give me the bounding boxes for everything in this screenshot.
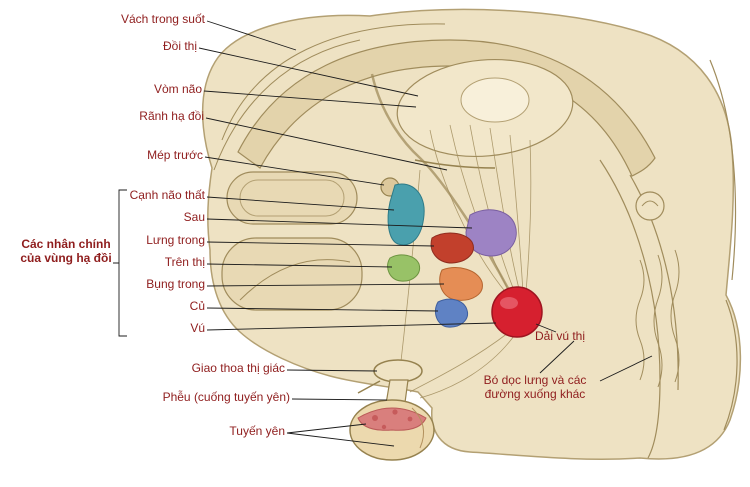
frontal-structure-lower [221,237,363,311]
pointer-lines [113,20,653,447]
hypothalamic-sulcus-line [414,159,496,169]
tuberal-nucleus [434,298,469,328]
label-ventromedial: Bụng trong [146,277,205,291]
label-tuberal: Củ [189,299,205,313]
label-hypothalamic-sulcus: Rãnh hạ đồi [139,109,204,123]
pointer-paraventricular [206,196,395,211]
pointer-dorsomedial [206,241,435,247]
pointer-pituitary-2 [286,432,395,447]
ventromedial-nucleus [439,267,483,301]
mammillary-body-highlight [500,297,518,309]
pointer-infundibulum [291,398,388,401]
pituitary-complex [349,359,435,461]
paraventricular-nucleus [387,183,425,246]
label-thalamus: Đồi thị [162,39,197,53]
pointer-fornix [203,90,417,108]
label-optic-chiasm: Giao thoa thị giác [191,361,285,375]
pointer-ventromedial [206,283,445,287]
optic-nerve [357,380,381,394]
pointer-dorsal-fasciculus-1 [539,340,575,374]
label-fornix: Vòm não [153,82,202,96]
label-paraventricular: Cạnh não thất [129,188,205,202]
pointer-mammillothalamic [535,323,557,333]
pointer-supraoptic [206,263,393,268]
pointer-thalamus [198,47,419,97]
label-mammillary: Vú [190,321,205,335]
label-pituitary: Tuyến yên [229,424,285,438]
pointer-anterior-commissure [204,156,385,186]
pituitary-posterior-fold [411,407,425,449]
label-mammillothalamic-tract: Dải vú thị [535,329,586,343]
pointer-pituitary-1 [286,423,367,434]
pointer-tuberal [206,307,439,312]
label-septum-pellucidum: Vách trong suốt [120,12,205,26]
label-dorsal-longitudinal-fasciculus: Bó dọc lưng và các đường xuống khác [483,373,587,401]
label-supraoptic: Trên thị [164,255,205,269]
label-infundibulum: Phễu (cuống tuyến yên) [162,390,290,404]
pointer-posterior [206,218,473,229]
pineal-region-curl [635,191,665,221]
pointer-septum-pellucidum [206,20,297,51]
optic-chiasm-shape [373,359,423,383]
label-posterior: Sau [183,210,205,224]
pineal-region-curl-inner [641,200,659,207]
label-anterior-commissure: Mép trước [147,148,203,162]
pointer-mammillary [206,322,497,331]
label-group-hypothalamic-nuclei: Các nhân chính của vùng hạ đồi [20,237,112,265]
pituitary-mottling [372,409,413,430]
nuclei-group-bracket [113,189,127,337]
pointer-dorsal-fasciculus-2 [599,355,653,382]
brainstem [599,59,738,459]
dorsomedial-nucleus [430,232,474,264]
label-dorsomedial: Lưng trong [146,233,205,247]
supraoptic-nucleus [387,254,421,282]
pointer-hypothalamic-sulcus [205,117,448,171]
frontal-structure-upper-inner [239,179,345,217]
pointer-optic-chiasm [286,369,378,372]
interthalamic-adhesion [460,77,530,123]
hypothalamic-nuclei [387,183,543,338]
cortex-arc-inner [213,39,361,171]
cortex-arc-outer [221,23,446,141]
pituitary-anterior-lobe [357,407,427,431]
